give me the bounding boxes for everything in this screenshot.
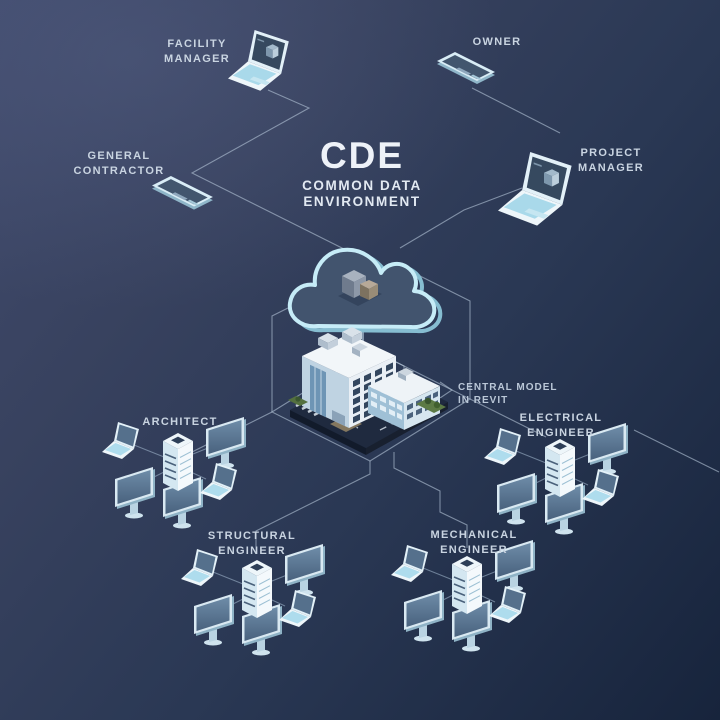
- building-icon: [288, 327, 448, 455]
- label-line: ENGINEER: [527, 427, 595, 439]
- central-model-label: CENTRAL MODEL IN REVIT: [458, 381, 557, 407]
- annex-left-face: [368, 386, 404, 430]
- label-line: ARCHITECT: [142, 416, 218, 428]
- rooftop-units: [318, 327, 368, 357]
- cloud-icon: [287, 247, 443, 334]
- label-line: ENGINEER: [218, 545, 286, 557]
- label-line: STRUCTURAL: [207, 530, 297, 542]
- facility-manager-laptop-icon: [228, 30, 289, 91]
- label-line: ENGINEER: [440, 544, 508, 556]
- label-line: ENVIRONMENT: [303, 194, 421, 209]
- label-line: COMMON DATA: [302, 178, 422, 193]
- pointer-chevron-icon: [439, 381, 453, 399]
- label-line: CONTRACTOR: [73, 165, 165, 177]
- project-manager-label: PROJECT MANAGER: [578, 146, 644, 176]
- mechanical-engineer-label: MECHANICAL ENGINEER: [431, 528, 518, 558]
- architect-label: ARCHITECT: [142, 415, 217, 430]
- cde-title: CDE: [319, 135, 405, 176]
- structural-engineer-cluster: [181, 544, 325, 656]
- cloud-model-boxes-icon: [338, 270, 382, 306]
- general-contractor-smartphone-icon: [152, 176, 213, 210]
- label-line: MANAGER: [578, 162, 644, 174]
- architect-cluster: [102, 417, 246, 529]
- structural-engineer-label: STRUCTURAL ENGINEER: [208, 529, 296, 559]
- label-line: ELECTRICAL: [519, 412, 603, 424]
- label-line: CENTRAL MODEL: [458, 382, 558, 393]
- label-line: MANAGER: [164, 53, 230, 65]
- electrical-engineer-label: ELECTRICAL ENGINEER: [520, 411, 603, 441]
- tower-left-face: [302, 356, 349, 429]
- trees: [288, 396, 446, 413]
- label-line: GENERAL: [87, 150, 151, 162]
- owner-smartphone-icon: [437, 52, 495, 84]
- label-line: PROJECT: [580, 147, 642, 159]
- facility-manager-label: FACILITY MANAGER: [164, 37, 230, 67]
- label-line: OWNER: [472, 36, 522, 48]
- owner-label: OWNER: [473, 35, 522, 50]
- label-line: IN REVIT: [458, 395, 509, 406]
- general-contractor-label: GENERAL CONTRACTOR: [73, 149, 164, 179]
- project-manager-laptop-icon: [498, 152, 572, 226]
- label-line: FACILITY: [167, 38, 227, 50]
- cde-subtitle: COMMON DATA ENVIRONMENT: [302, 178, 422, 210]
- cde-title-block: CDE COMMON DATA ENVIRONMENT: [302, 136, 422, 210]
- label-line: MECHANICAL: [430, 529, 518, 541]
